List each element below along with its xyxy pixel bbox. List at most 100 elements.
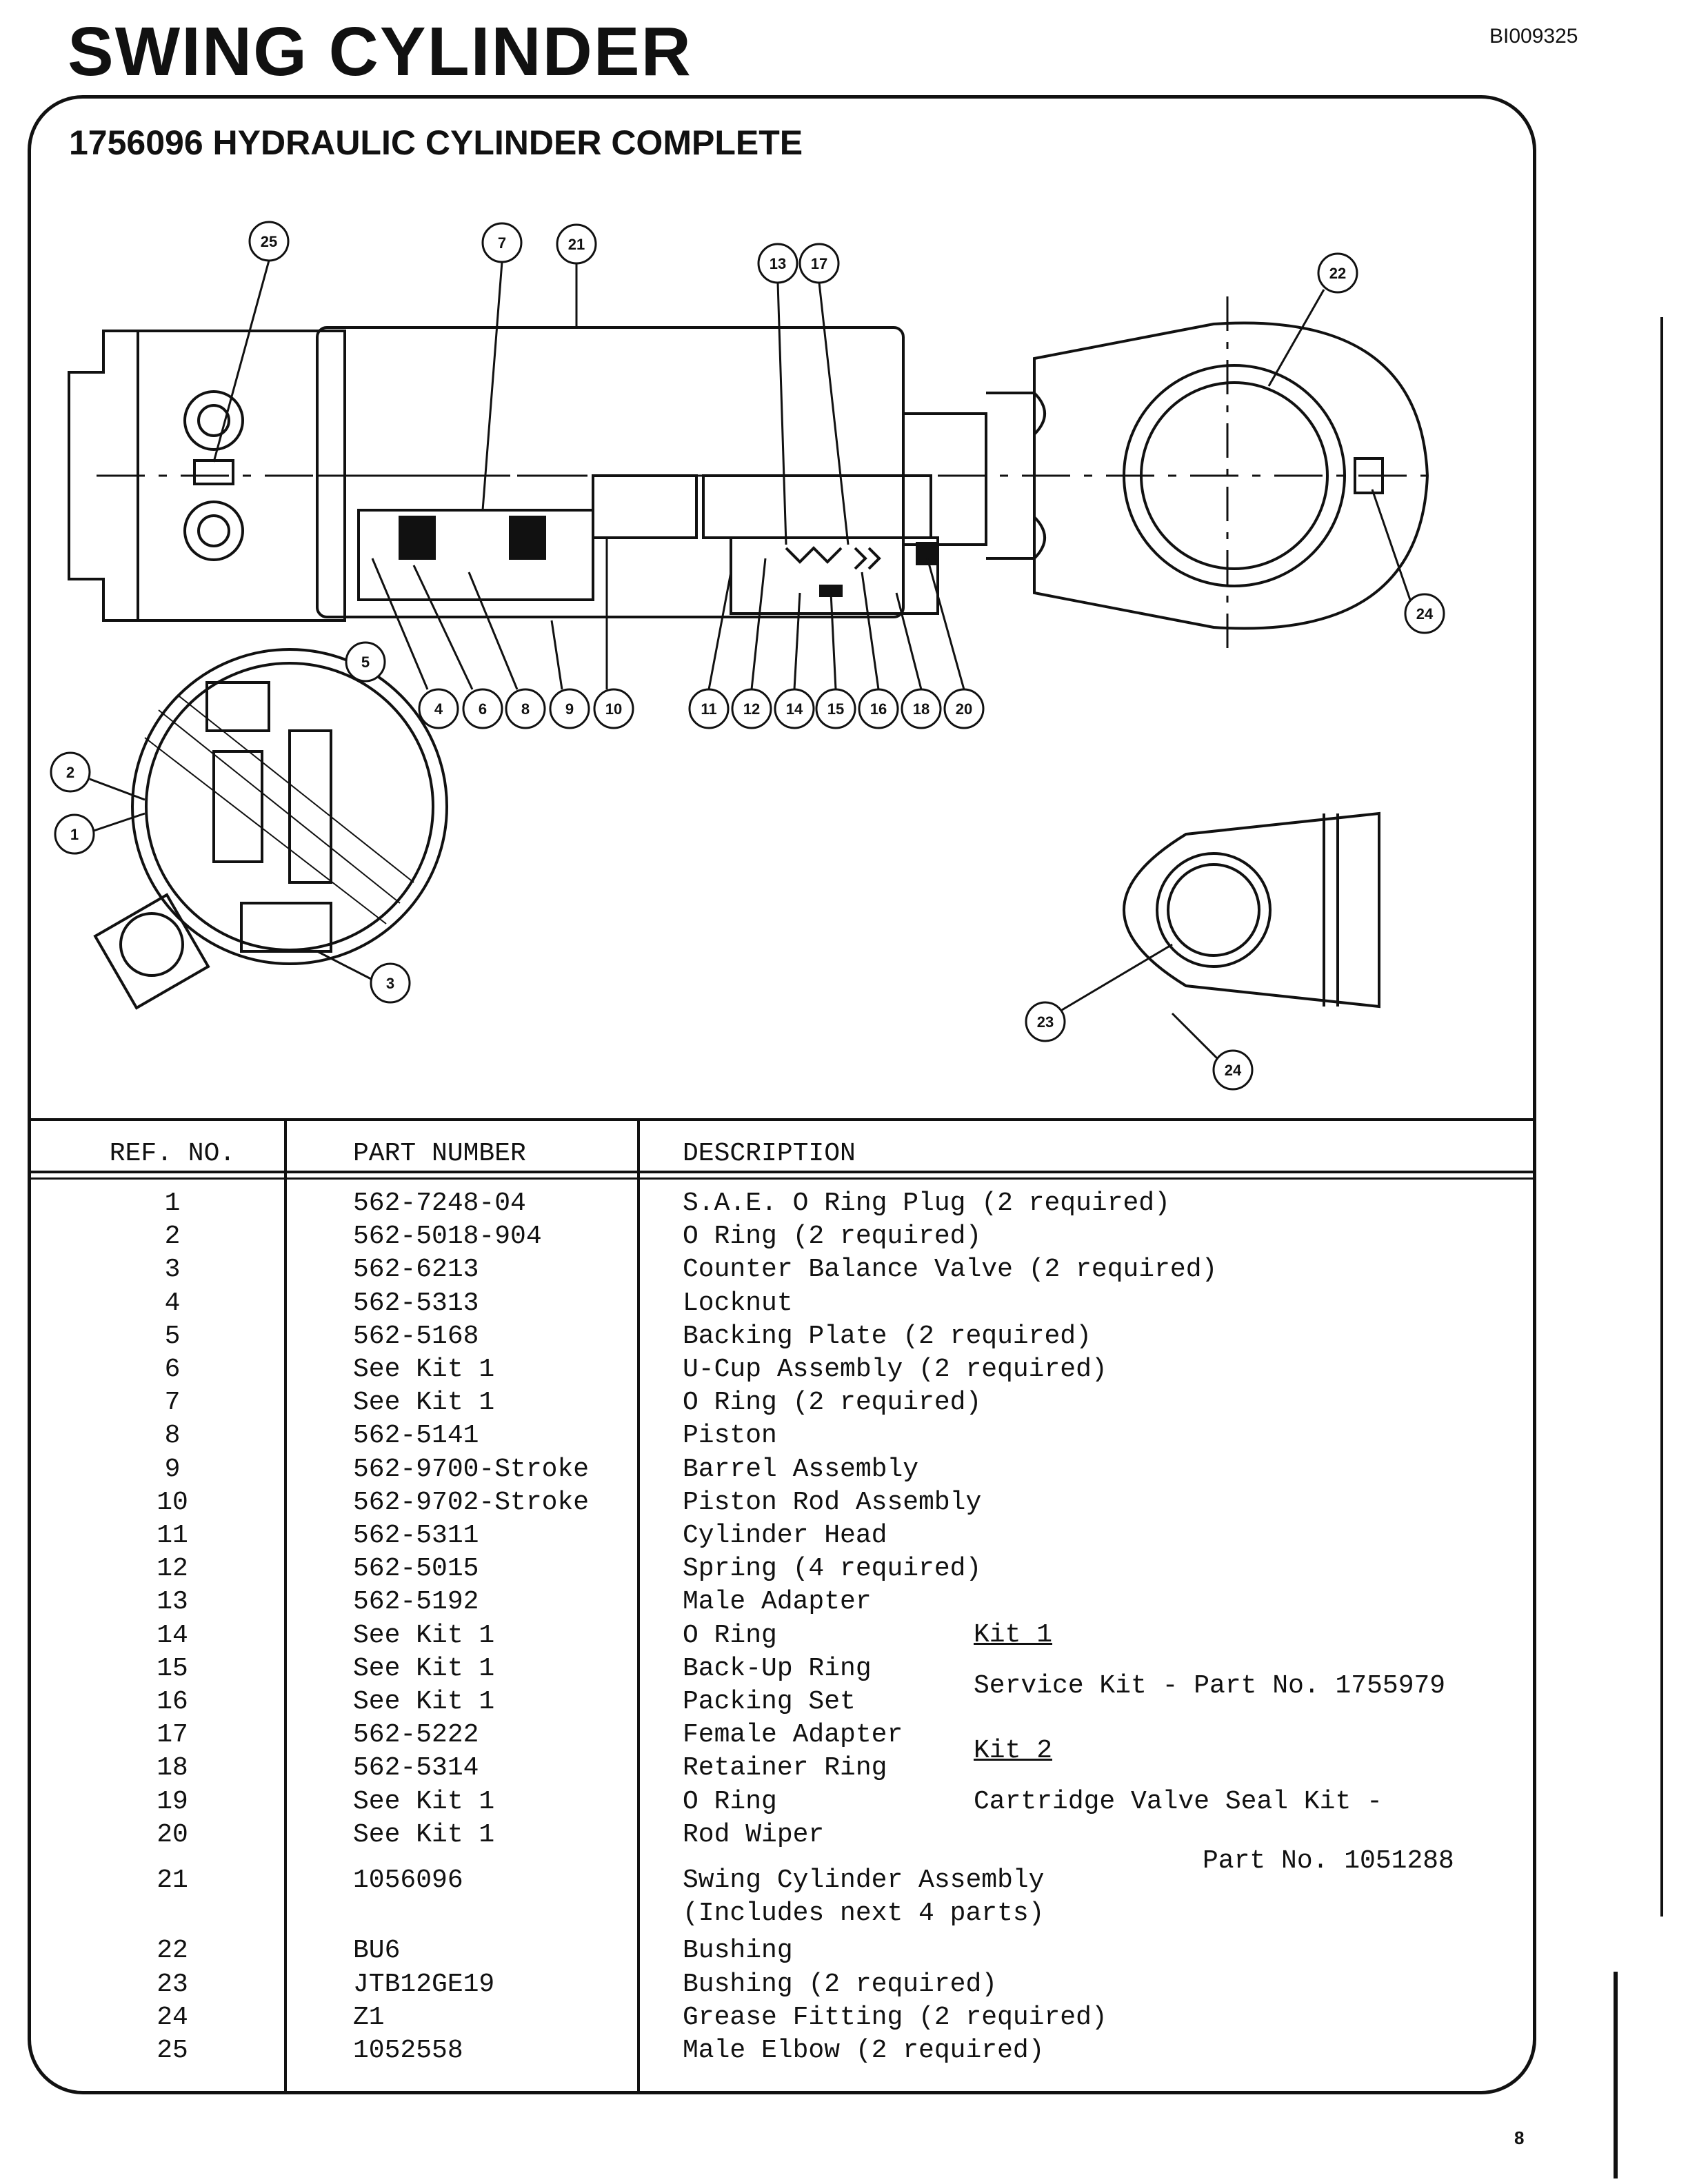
cell-ref-no: 6 (164, 1355, 181, 1384)
cell-part-number: See Kit 1 (353, 1620, 495, 1650)
callout-14: 14 (774, 592, 815, 729)
table-row: (Includes next 4 parts) (0, 1899, 1688, 1932)
table-divider-ref (284, 1118, 287, 2093)
cell-description: Spring (4 required) (683, 1554, 982, 1584)
cell-description: Bushing (683, 1936, 793, 1966)
piston-drawing (357, 509, 594, 601)
elbow-fitting-drawing (193, 459, 234, 485)
cell-ref-no: 22 (157, 1936, 188, 1966)
cell-description: Rod Wiper (683, 1819, 825, 1850)
callout-15: 15 (815, 592, 856, 729)
cell-description: U-Cup Assembly (2 required) (683, 1355, 1107, 1384)
cell-part-number: 562-5311 (353, 1521, 479, 1550)
svg-text:1: 1 (70, 826, 79, 843)
svg-text:9: 9 (565, 700, 574, 718)
cell-ref-no: 19 (157, 1786, 188, 1817)
cell-ref-no: 15 (157, 1653, 188, 1684)
cell-description: Grease Fitting (2 required) (683, 2002, 1107, 2032)
cell-ref-no: 13 (157, 1587, 188, 1617)
cell-description: Bushing (2 required) (683, 1969, 998, 1999)
cell-ref-no: 9 (164, 1454, 181, 1484)
rod-section-drawing (592, 474, 698, 539)
svg-text:4: 4 (434, 700, 443, 718)
cell-part-number: 562-5222 (353, 1720, 479, 1750)
svg-text:14: 14 (786, 700, 803, 718)
content-frame (28, 95, 1536, 2094)
cell-ref-no: 20 (157, 1819, 188, 1850)
svg-text:6: 6 (479, 700, 487, 718)
valve-detail-drawing (131, 648, 448, 965)
header-part-number: PART NUMBER (353, 1139, 526, 1169)
cell-ref-no: 1 (164, 1189, 181, 1218)
cell-part-number: BU6 (353, 1936, 401, 1966)
callout-11: 11 (688, 572, 732, 729)
callout-2: 2 (50, 751, 145, 801)
bushing-23-drawing (1156, 852, 1272, 968)
table-row: 22 BU6 Bushing (0, 1936, 1688, 1969)
cell-ref-no: 14 (157, 1620, 188, 1650)
cell-ref-no: 8 (164, 1421, 181, 1451)
svg-text:7: 7 (498, 234, 506, 252)
cell-ref-no: 7 (164, 1388, 181, 1418)
svg-text:24: 24 (1416, 605, 1434, 623)
svg-text:21: 21 (568, 236, 585, 253)
callout-20: 20 (926, 558, 985, 729)
cell-part-number: 1056096 (353, 1866, 463, 1895)
assembly-title: 1756096 HYDRAULIC CYLINDER COMPLETE (69, 123, 803, 162)
cell-part-number: 562-6213 (353, 1255, 479, 1285)
cell-part-number: See Kit 1 (353, 1819, 495, 1850)
cell-description: O Ring (2 required) (683, 1388, 982, 1418)
callout-10: 10 (593, 538, 634, 729)
callout-17: 17 (798, 243, 850, 545)
rod-end-neck-drawing (902, 412, 987, 546)
cell-part-number: Z1 (353, 2002, 385, 2032)
valve-detail-cap-top-drawing (205, 681, 270, 732)
cell-description: Swing Cylinder Assembly (683, 1866, 1045, 1895)
cell-part-number: 562-5018-904 (353, 1222, 542, 1252)
svg-text:25: 25 (261, 233, 277, 250)
table-row: 24 Z1 Grease Fitting (2 required) (0, 2003, 1688, 2036)
callout-23: 23 (1025, 943, 1173, 1042)
svg-text:8: 8 (521, 700, 530, 718)
callout-18: 18 (895, 592, 942, 729)
cell-part-number: 562-5313 (353, 1288, 479, 1318)
cell-description: Male Elbow (2 required) (683, 2036, 1045, 2065)
table-divider-part (637, 1118, 640, 2093)
svg-text:24: 24 (1225, 1062, 1242, 1079)
port-upper-drawing (183, 390, 244, 451)
cell-ref-no: 10 (157, 1487, 188, 1517)
cylinder-head-drawing (730, 536, 939, 615)
cell-ref-no: 17 (157, 1720, 188, 1750)
callout-8: 8 (468, 572, 546, 729)
cell-description: (Includes next 4 parts) (683, 1899, 1045, 1929)
table-top-rule (30, 1118, 1534, 1121)
cell-part-number: See Kit 1 (353, 1653, 495, 1684)
scan-edge-mark (1660, 317, 1663, 1917)
cell-description: O Ring (683, 1786, 777, 1817)
callout-24b: 24 (1171, 1012, 1254, 1091)
cell-description: Piston (683, 1421, 777, 1451)
svg-text:16: 16 (870, 700, 887, 718)
cylinder-drawing: 25 7 21 13 17 22 24 5 4 6 8 9 10 11 12 1… (50, 221, 1445, 1091)
cell-description: Locknut (683, 1288, 793, 1318)
callout-1: 1 (54, 812, 145, 855)
cell-ref-no: 12 (157, 1554, 188, 1584)
cell-ref-no: 24 (157, 2002, 188, 2032)
page-number: 8 (1514, 2127, 1525, 2148)
page-title: SWING CYLINDER (68, 13, 692, 90)
grease-fitting-drawing (1354, 457, 1384, 494)
cell-part-number: 562-5314 (353, 1753, 479, 1783)
cell-part-number: 562-9700-Stroke (353, 1454, 590, 1484)
callout-4: 4 (371, 558, 459, 729)
cell-part-number: See Kit 1 (353, 1355, 495, 1384)
